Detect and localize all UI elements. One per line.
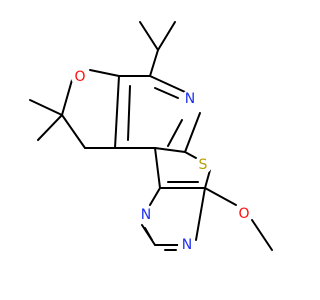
bond-line [89,69,120,77]
bond-line [204,169,211,189]
bond-line [61,79,73,116]
bond-line [195,187,206,241]
atom-n-pyrimidine-left: N [137,206,155,224]
bond-line [251,219,273,251]
bond-line [61,114,86,149]
bond-line [154,87,179,99]
bond-line [204,187,237,206]
bond-line [29,99,63,116]
molecule-diagram: O S N N N O [29,21,273,254]
atom-o-ring: O [71,68,89,86]
bond-line [157,21,176,51]
molecule-structure-canvas: O S N N N O [29,21,273,254]
atom-n-pyridine-label: N [185,91,195,107]
atom-n-pyrimidine-left-label: N [141,207,151,223]
bond-line [149,75,186,93]
atom-o-ring-label: O [74,69,85,85]
atom-n-pyridine: N [181,90,199,108]
atom-n-pyrimidine-bottom: N [178,236,196,254]
bond-line [154,147,161,189]
bond-line [154,147,186,153]
atom-s-label: S [199,157,208,173]
bond-line [127,85,131,141]
bond-line [184,151,197,159]
bond-group [29,21,273,251]
bond-line [37,114,63,141]
atom-o-methoxy: O [235,205,253,223]
bond-line [114,75,120,149]
bond-line [139,21,159,51]
bond-line [167,119,183,147]
atom-n-pyrimidine-bottom-label: N [182,237,192,253]
bond-line [184,112,201,153]
bond-line [149,187,161,206]
bond-line [149,49,159,77]
atom-s-thio: S [194,156,212,174]
atom-o-methoxy-label: O [238,206,249,222]
bond-line [144,227,153,241]
